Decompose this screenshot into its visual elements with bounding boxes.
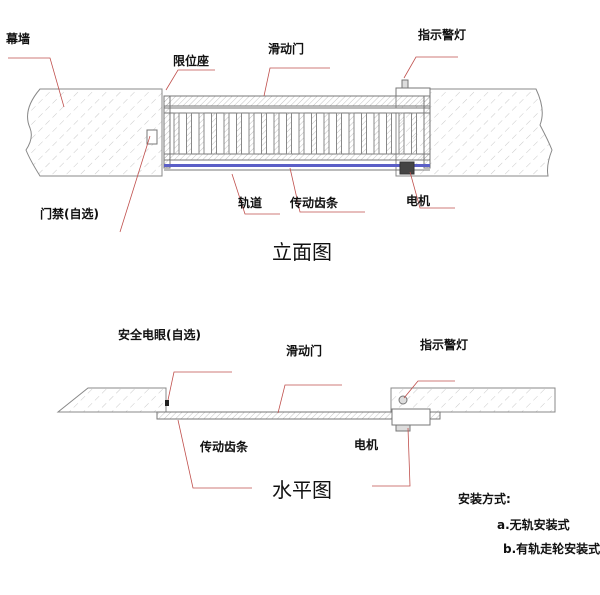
label-motor: 电机 [406, 194, 431, 208]
plan-warning-light [398, 395, 408, 405]
motor [399, 161, 415, 175]
gate-bar [348, 112, 355, 155]
plan-right-wall [390, 387, 556, 413]
gate-bar [273, 112, 280, 155]
safety-eye [165, 400, 169, 406]
label-warning-light: 指示警灯 [418, 28, 467, 42]
gate-bar [298, 112, 305, 155]
gate-bar [248, 112, 255, 155]
gate-bar [236, 112, 242, 155]
gate-bar [361, 112, 367, 155]
gate-bar [261, 112, 267, 155]
gate-bar [386, 112, 392, 155]
gate-bar [173, 112, 180, 155]
label-limit-seat: 限位座 [173, 54, 210, 68]
gate-bar [223, 112, 230, 155]
gate-bar [311, 112, 317, 155]
gate-bar [198, 112, 205, 155]
sliding-gate-elevation [163, 95, 431, 171]
install-heading: 安装方式: [458, 492, 511, 506]
label-plan-sliding-gate: 滑动门 [286, 344, 323, 358]
access-control-device [146, 129, 158, 145]
label-access-control: 门禁(自选) [40, 207, 99, 221]
label-wall: 幕墙 [6, 32, 31, 46]
left-wall [25, 88, 163, 177]
label-plan-motor: 电机 [354, 438, 379, 452]
plan-left-wall [56, 387, 167, 413]
install-option-a: a.无轨安装式 [497, 518, 570, 532]
gate-bar [323, 112, 330, 155]
gate-bar [186, 112, 192, 155]
gate-bar [211, 112, 217, 155]
plan-gate [156, 411, 441, 420]
install-option-b: b.有轨走轮安装式 [503, 542, 600, 556]
gate-bar [336, 112, 342, 155]
warning-light-box [395, 87, 431, 97]
label-sliding-gate: 滑动门 [268, 42, 305, 56]
label-plan-gear-rack: 传动齿条 [200, 440, 249, 454]
right-wall [395, 88, 553, 177]
gate-bar [411, 112, 417, 155]
label-gear-rack: 传动齿条 [290, 196, 339, 210]
gate-bar [286, 112, 292, 155]
gate-bar [398, 112, 405, 155]
plan-motor [391, 408, 431, 426]
label-plan-warning-light: 指示警灯 [420, 338, 469, 352]
gate-bar [373, 112, 380, 155]
label-track: 轨道 [238, 196, 263, 210]
plan-title: 水平图 [272, 478, 332, 502]
label-safety-eye: 安全电眼(自选) [118, 328, 201, 342]
elevation-title: 立面图 [272, 240, 332, 264]
gear-rack [164, 164, 430, 167]
